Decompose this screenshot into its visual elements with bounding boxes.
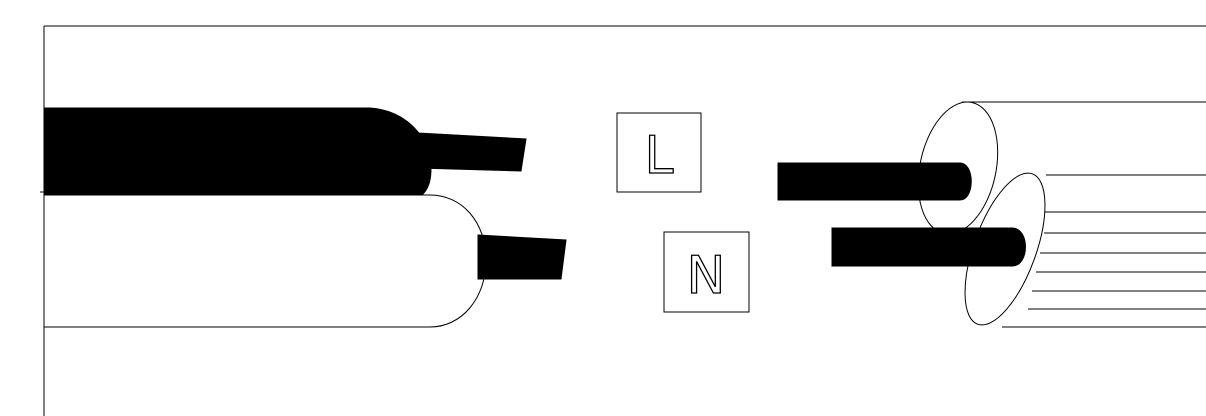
label-neutral: N — [687, 246, 726, 306]
right-cable-upper-conductor — [777, 162, 972, 201]
right-cable-strands — [1028, 174, 1206, 310]
left-cable-upper-conductor — [417, 132, 527, 172]
label-live: L — [645, 126, 674, 186]
right-cable-lower-conductor — [831, 227, 1026, 267]
left-cable-upper-sheath — [43, 107, 432, 196]
right-cable — [777, 101, 1206, 328]
left-cable-lower-conductor — [477, 234, 567, 280]
label-neutral-box: N — [663, 231, 750, 313]
left-cable-lower-sheath — [43, 194, 487, 328]
left-cable — [40, 107, 567, 328]
label-live-box: L — [616, 112, 702, 193]
